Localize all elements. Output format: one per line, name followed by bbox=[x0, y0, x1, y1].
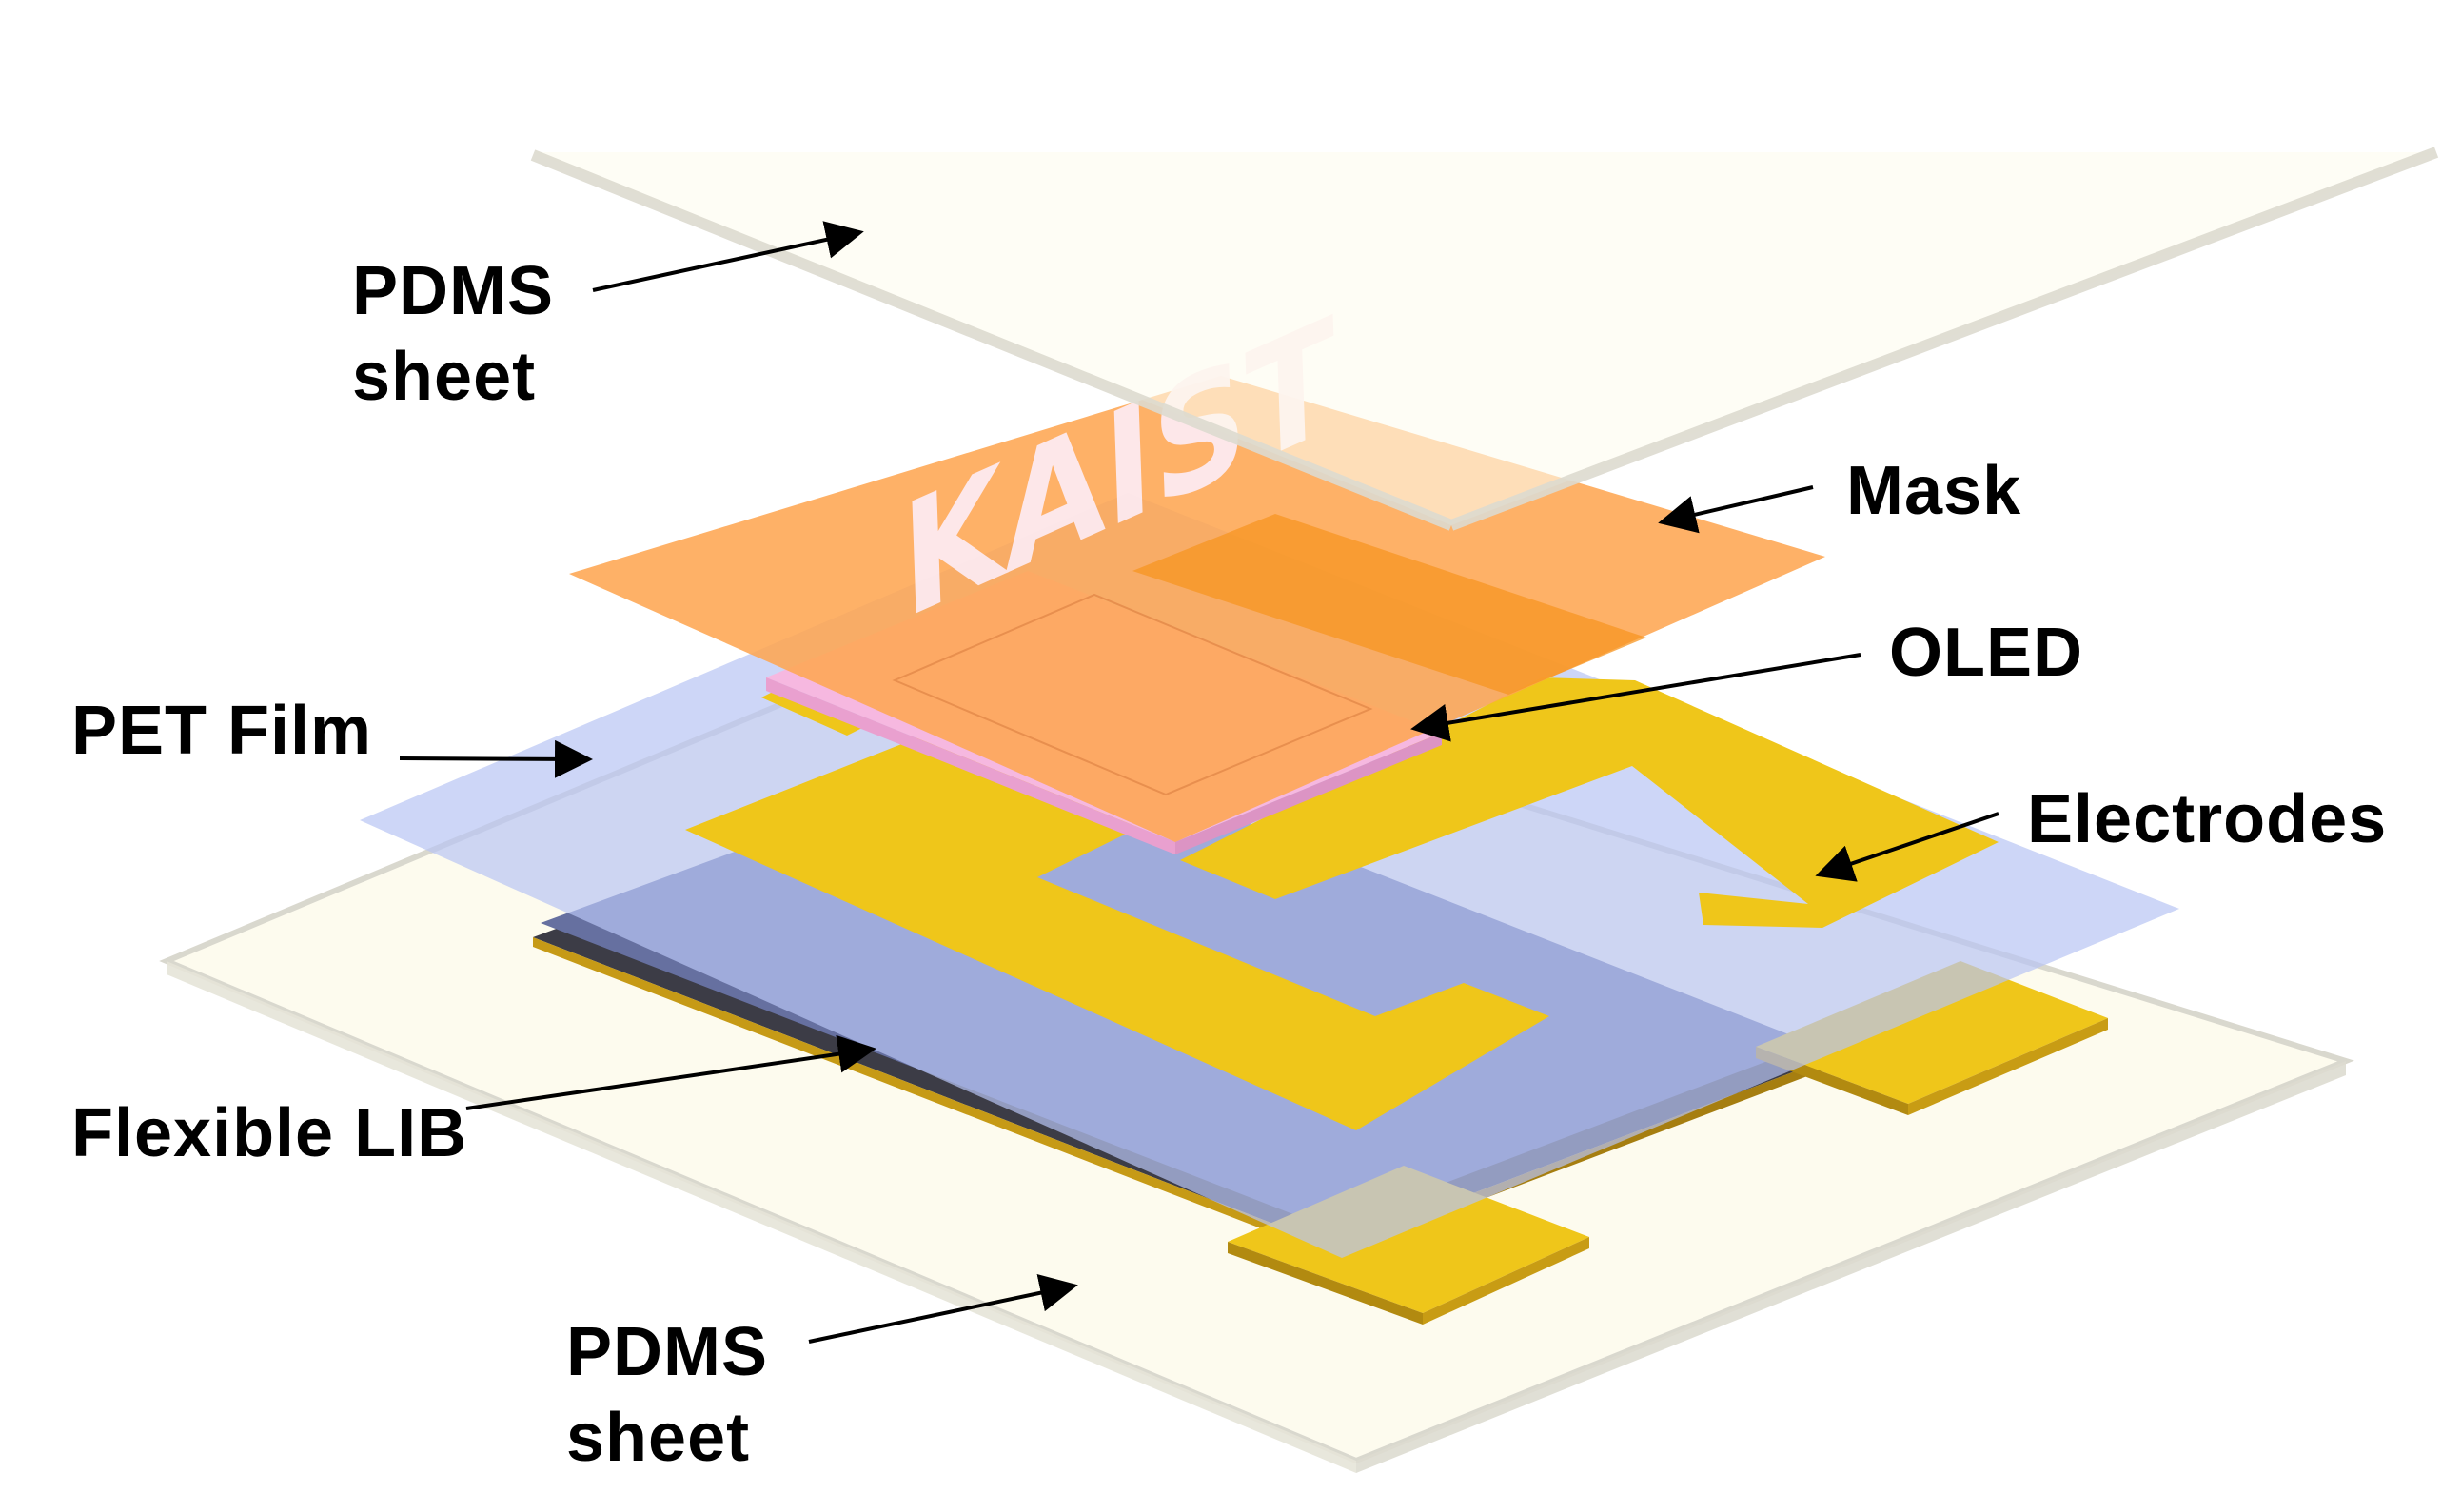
pdms-sheet-top bbox=[530, 147, 2439, 531]
arrow-electrodes bbox=[1815, 812, 1999, 882]
label-mask: Mask bbox=[1846, 453, 2021, 529]
label-pdms-top-line2: sheet bbox=[352, 339, 536, 415]
arrow-oled bbox=[1410, 653, 1861, 742]
arrow-pdms-top bbox=[592, 221, 864, 292]
arrow-flexible-lib bbox=[465, 1034, 876, 1110]
label-oled: OLED bbox=[1889, 615, 2083, 691]
label-pdms-bottom-line1: PDMS bbox=[566, 1314, 768, 1390]
label-flexible-lib: Flexible LIB bbox=[71, 1095, 467, 1171]
label-pdms-bottom-line2: sheet bbox=[566, 1400, 750, 1476]
arrow-pdms-bottom bbox=[808, 1274, 1078, 1344]
electrode-right bbox=[1180, 677, 1999, 928]
electrode-left bbox=[685, 737, 1549, 1130]
arrow-pet-film bbox=[399, 739, 593, 778]
label-pet-film: PET Film bbox=[71, 693, 372, 769]
label-electrodes: Electrodes bbox=[2027, 781, 2387, 857]
electrode-tab-bottom-left bbox=[1228, 1166, 1589, 1325]
label-pdms-top-line1: PDMS bbox=[352, 253, 554, 329]
arrow-mask bbox=[1658, 485, 1814, 534]
